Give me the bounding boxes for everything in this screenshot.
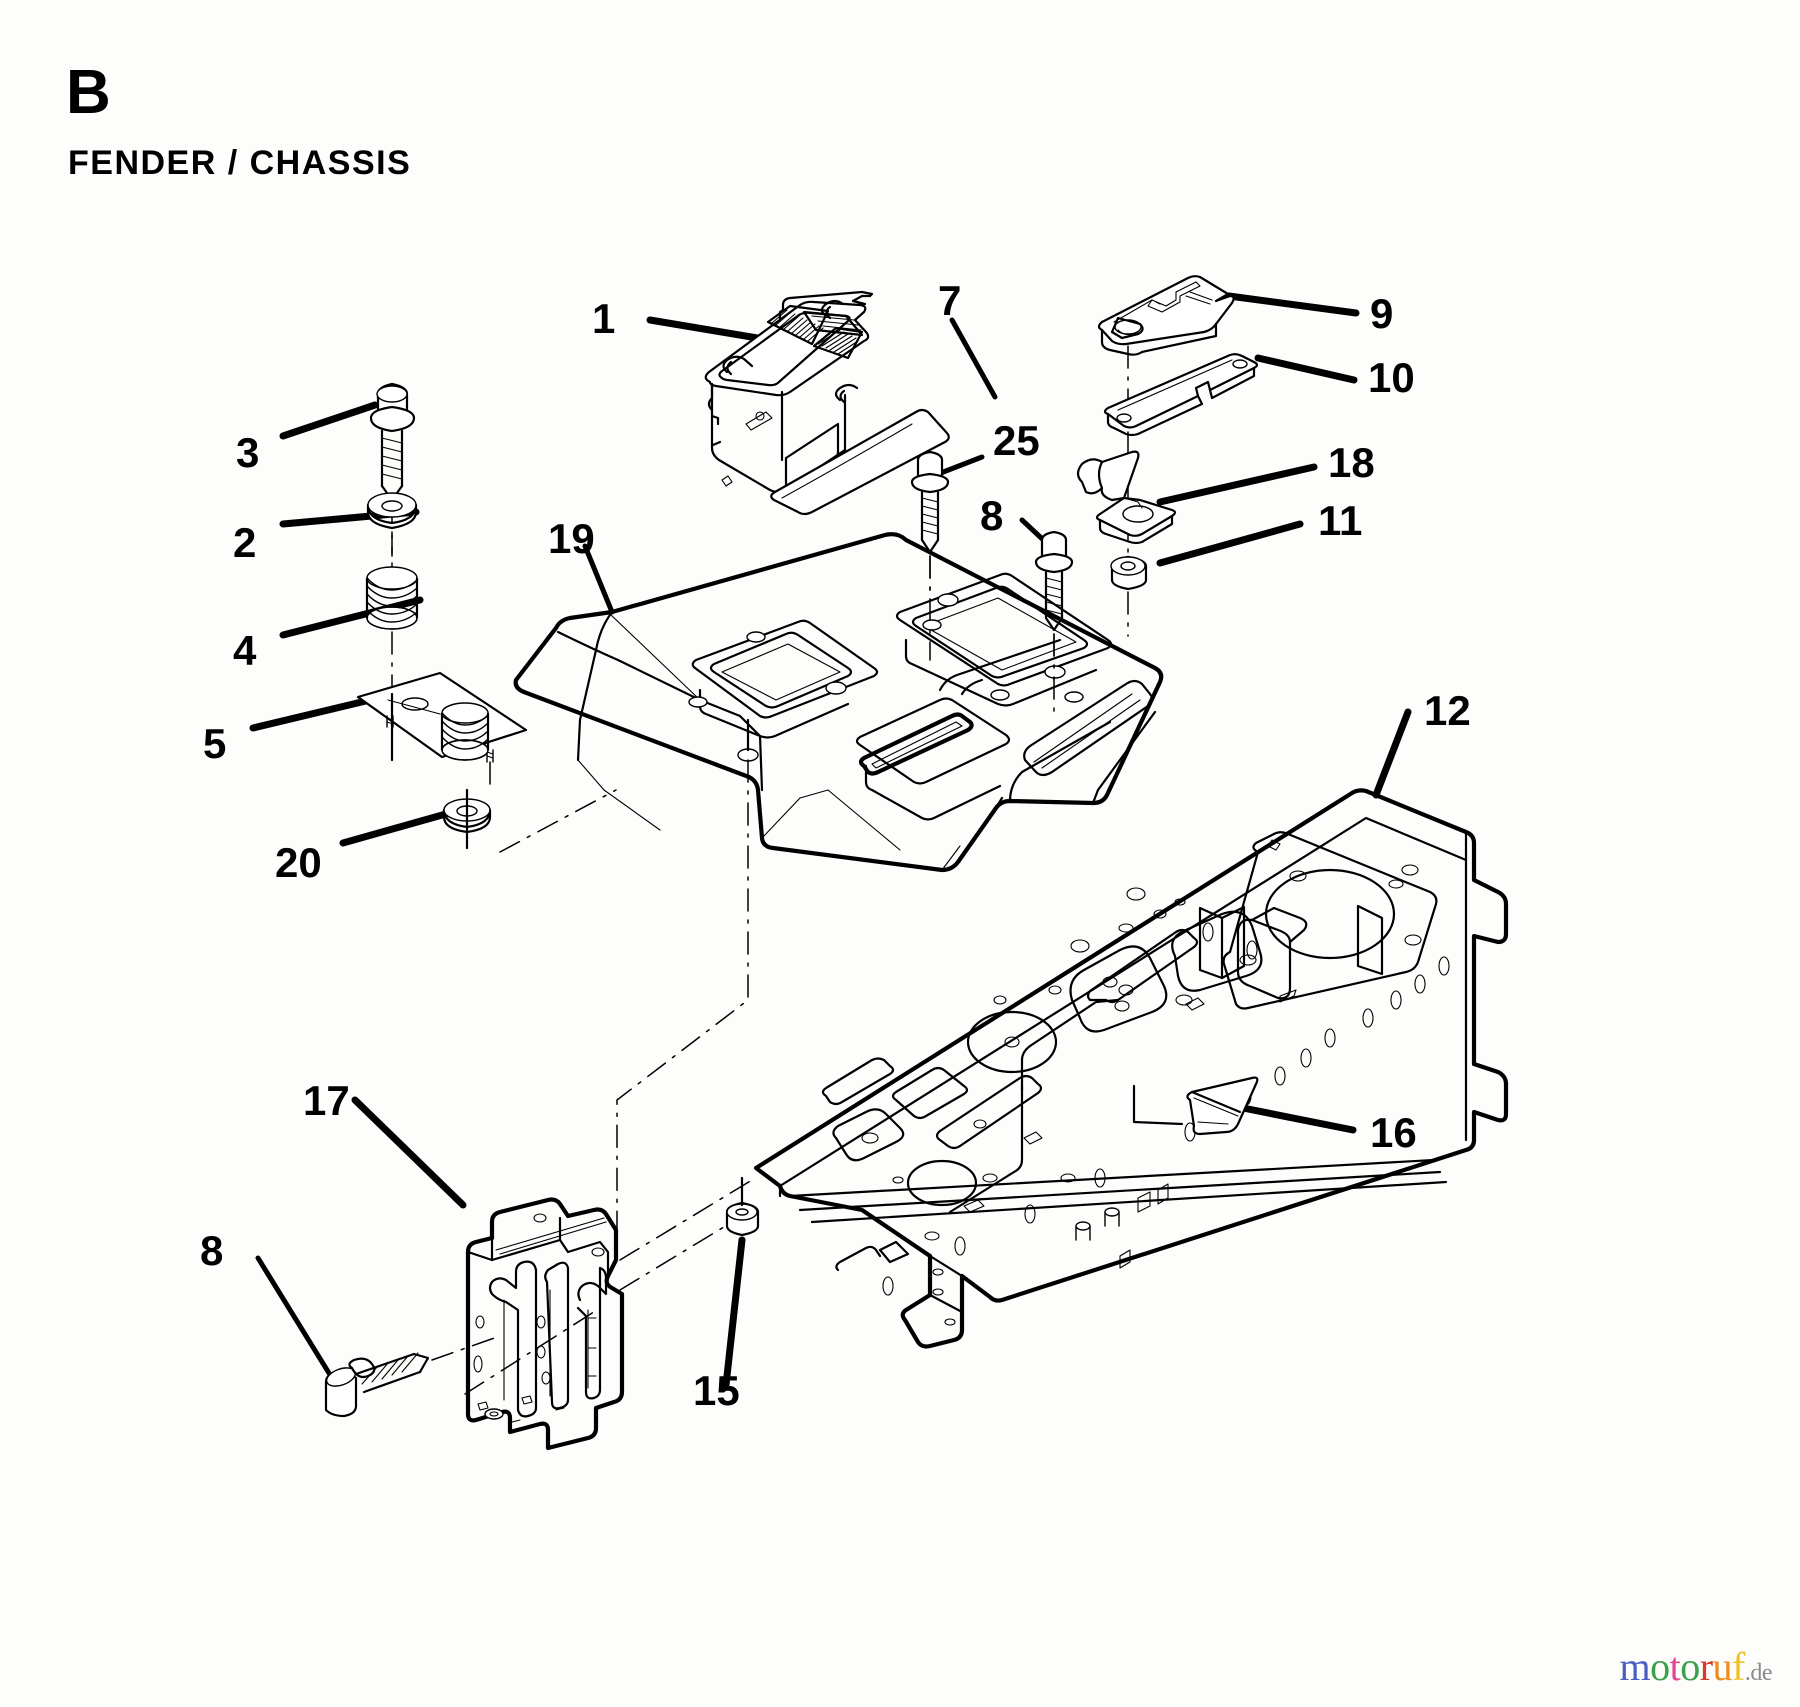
watermark-letter-o1: o: [1650, 1644, 1670, 1689]
part-hex-lock-nut-15: [725, 1176, 760, 1237]
callout-4[interactable]: 4: [233, 627, 257, 674]
callout-2[interactable]: 2: [233, 519, 257, 566]
callout-15[interactable]: 15: [693, 1367, 740, 1414]
callout-11[interactable]: 11: [1318, 497, 1363, 544]
callout-8-upper[interactable]: 8: [980, 492, 1004, 539]
callout-9[interactable]: 9: [1370, 290, 1394, 337]
chassis-bosses: [1075, 1183, 1169, 1269]
callout-10[interactable]: 10: [1368, 354, 1415, 401]
callout-1[interactable]: 1: [592, 295, 616, 342]
callout-25[interactable]: 25: [993, 417, 1040, 464]
watermark-tld: .de: [1744, 1660, 1773, 1686]
watermark-letter-m: m: [1619, 1644, 1651, 1689]
callout-8-lower[interactable]: 8: [200, 1227, 224, 1274]
callout-12[interactable]: 12: [1424, 687, 1471, 734]
watermark-letter-t: t: [1669, 1644, 1681, 1689]
part-battery-box: [704, 290, 874, 494]
part-chassis-frame: [753, 788, 1509, 1349]
callout-16[interactable]: 16: [1370, 1109, 1417, 1156]
callout-17[interactable]: 17: [303, 1077, 350, 1124]
callout-19[interactable]: 19: [548, 515, 595, 562]
part-flat-washer-2: [366, 492, 418, 567]
callout-7[interactable]: 7: [938, 277, 962, 324]
watermark-letter-r: r: [1699, 1644, 1713, 1689]
leader-lines: [249, 292, 1412, 1389]
part-fender: [513, 532, 1164, 1261]
part-hex-flange-screw-8-lower: [324, 1335, 501, 1418]
section-letter: B: [66, 58, 111, 127]
part-mounting-plate: [356, 671, 528, 791]
part-battery-mount-bracket: [464, 1179, 753, 1451]
page-title: FENDER / CHASSIS: [68, 144, 412, 182]
part-latch-cover: [1097, 275, 1235, 593]
watermark-letter-u: u: [1712, 1644, 1733, 1689]
part-cable-clamp: [1076, 450, 1177, 545]
part-hex-flange-screw-3: [369, 382, 416, 557]
motoruf-watermark: motoruf.de: [1619, 1647, 1772, 1687]
watermark-letter-f: f: [1732, 1644, 1745, 1689]
part-flat-washer-20: [442, 788, 617, 853]
part-compression-spring: [365, 566, 419, 695]
callout-3[interactable]: 3: [236, 429, 260, 476]
part-lock-nut: [1110, 555, 1148, 637]
callout-20[interactable]: 20: [275, 839, 322, 886]
callout-5[interactable]: 5: [203, 720, 227, 767]
callout-18[interactable]: 18: [1328, 439, 1375, 486]
part-fender-pad-strip: [770, 408, 950, 516]
part-chassis-tab: [1132, 1076, 1259, 1136]
watermark-letter-o2: o: [1680, 1644, 1700, 1689]
part-latch-bar: [1103, 353, 1259, 437]
